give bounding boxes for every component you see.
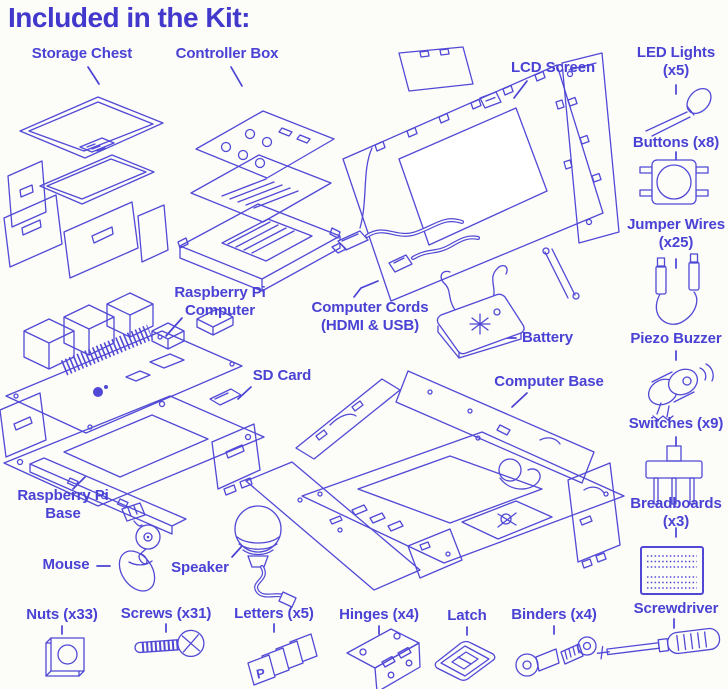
nut-illustration — [45, 637, 85, 677]
label-letters: Letters (x5) — [234, 605, 314, 622]
speaker-illustration — [234, 505, 297, 608]
screwdriver-illustration — [596, 627, 721, 660]
latch-illustration — [434, 640, 496, 681]
storage-chest-illustration — [3, 96, 169, 279]
hinge-illustration — [346, 628, 421, 689]
label-computer-cords: Computer Cords (HDMI & USB) — [311, 299, 429, 334]
binder-illustration — [515, 636, 597, 677]
label-buttons: Buttons (x8) — [632, 134, 720, 151]
lcd-screen-illustration — [342, 46, 620, 302]
label-breadboards: Breadboards (x3) — [630, 495, 722, 530]
led-light-illustration — [645, 87, 712, 137]
raspberry-pi-computer-illustration — [5, 292, 243, 434]
label-sd-card: SD Card — [252, 367, 312, 384]
button-illustration — [639, 159, 709, 205]
label-binders: Binders (x4) — [511, 606, 597, 623]
label-latch: Latch — [447, 607, 487, 624]
label-nuts: Nuts (x33) — [26, 606, 98, 623]
label-controller-box: Controller Box — [175, 45, 279, 62]
letter-tile-glyph: P — [255, 665, 267, 682]
letters-illustration: P — [247, 633, 318, 686]
label-lcd-screen: LCD Screen — [510, 59, 596, 76]
battery-illustration — [436, 265, 525, 359]
label-screwdriver: Screwdriver — [633, 600, 719, 617]
label-hinges: Hinges (x4) — [339, 606, 419, 623]
raspberry-pi-base-illustration — [0, 392, 265, 535]
label-piezo-buzzer: Piezo Buzzer — [630, 330, 722, 347]
label-mouse: Mouse — [42, 556, 90, 573]
jumper-wire-illustration — [655, 253, 700, 325]
label-battery: Battery — [522, 329, 573, 346]
sd-card-chip — [209, 388, 242, 406]
label-led-lights: LED Lights (x5) — [636, 44, 716, 79]
label-computer-base: Computer Base — [494, 373, 604, 390]
screw-illustration — [134, 629, 205, 658]
switch-illustration — [645, 445, 703, 505]
pointer-lines — [61, 66, 677, 636]
computer-base-illustration — [245, 370, 625, 591]
mouse-illustration — [118, 502, 161, 592]
label-raspberry-pi-base: Raspberry Pi Base — [17, 487, 109, 522]
label-jumper-wires: Jumper Wires (x25) — [627, 216, 725, 251]
page-title: Included in the Kit: — [8, 2, 251, 33]
computer-cords-illustration — [331, 218, 480, 273]
label-screws: Screws (x31) — [120, 605, 212, 622]
label-raspberry-pi-computer: Raspberry Pi Computer — [174, 284, 266, 319]
piezo-buzzer-illustration — [647, 363, 714, 421]
label-switches: Switches (x9) — [628, 415, 724, 432]
label-speaker: Speaker — [171, 559, 229, 576]
controller-box-illustration — [177, 110, 341, 292]
label-storage-chest: Storage Chest — [31, 45, 133, 62]
breadboard-illustration — [640, 546, 704, 595]
